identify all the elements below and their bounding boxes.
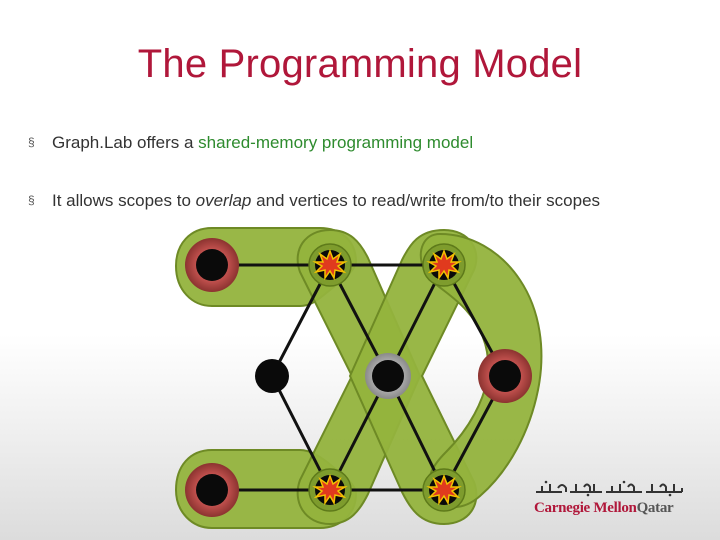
explosion-burst-icon	[312, 473, 348, 506]
explosion-burst-icon	[312, 248, 348, 281]
vertex-right	[478, 349, 532, 403]
vertex-bottom-right	[422, 468, 466, 512]
bullet-overlap: § It allows scopes to overlap and vertice…	[28, 191, 600, 211]
logo-wordmark: Carnegie MellonQatar	[534, 500, 674, 516]
bullet-text: Graph.Lab offers a	[52, 133, 199, 152]
bullet-italic: overlap	[195, 191, 252, 210]
bullet-highlight: shared-memory programming model	[198, 133, 474, 152]
vertex-top-right	[422, 243, 466, 287]
explosion-burst-icon	[426, 248, 462, 281]
vertex-bottom-middle	[308, 468, 352, 512]
vertex-bottom-left	[185, 463, 239, 517]
vertex-center	[365, 353, 411, 399]
slide-title: The Programming Model	[137, 42, 583, 86]
bullet-marker-icon: §	[28, 135, 35, 149]
bullet-text-end: and vertices to read/write from/to their…	[251, 191, 601, 210]
vertex-top-middle	[308, 243, 352, 287]
bullet-marker-icon: §	[28, 193, 35, 207]
bullet-text: It allows scopes to	[52, 191, 196, 210]
bullet-shared-memory: § Graph.Lab offers a shared-memory progra…	[28, 133, 473, 153]
explosion-burst-icon	[426, 473, 462, 506]
vertex-top-left	[185, 238, 239, 292]
vertex-middle-left	[255, 359, 289, 393]
arabic-wordmark-logo	[536, 480, 683, 497]
